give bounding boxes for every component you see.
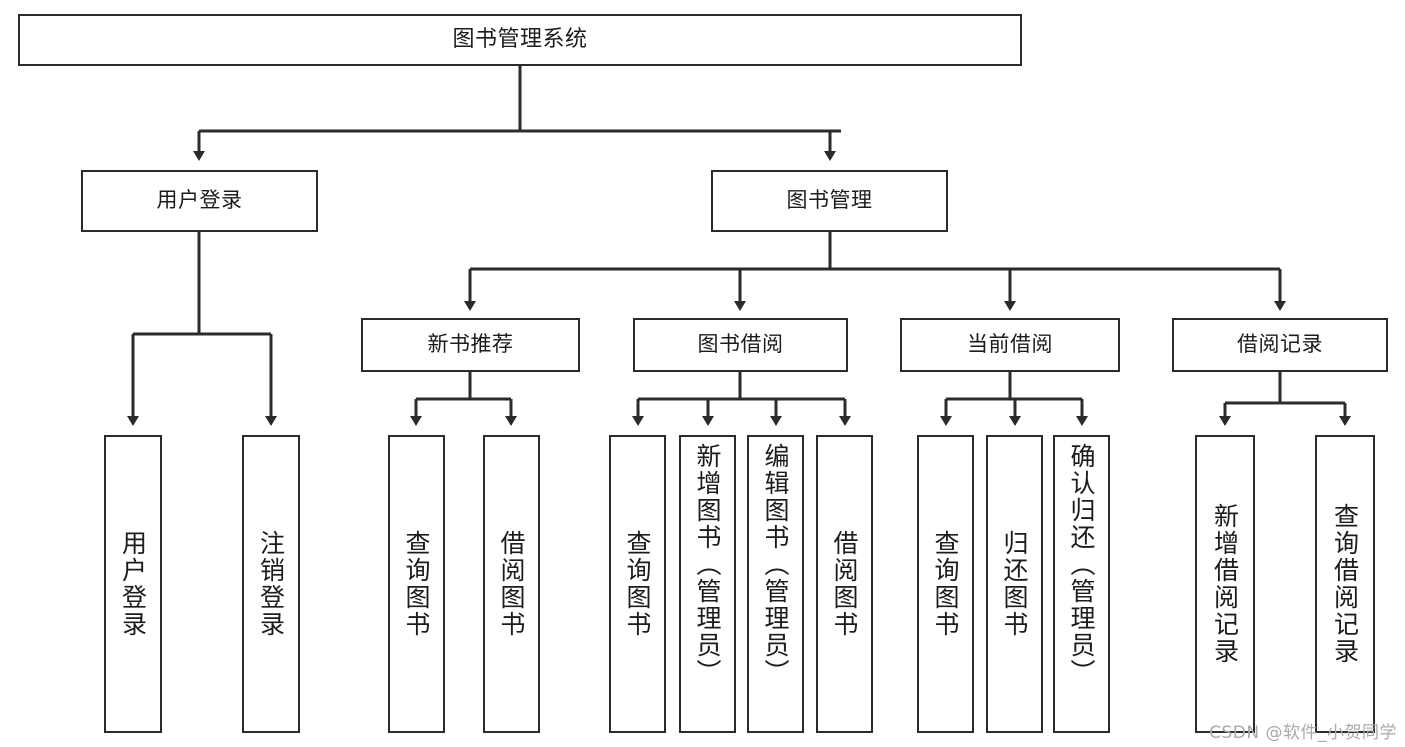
node-leaf-query-book-1-label: 查询图书 <box>402 530 431 638</box>
node-borrow-record-label: 借阅记录 <box>1237 332 1323 357</box>
node-borrow-record[interactable]: 借阅记录 <box>1172 318 1388 372</box>
node-leaf-user-login[interactable]: 用户登录 <box>104 435 162 733</box>
node-root-label: 图书管理系统 <box>452 26 588 52</box>
node-root[interactable]: 图书管理系统 <box>18 14 1022 66</box>
node-leaf-query-book-2[interactable]: 查询图书 <box>609 435 666 733</box>
node-leaf-borrow-book-1-label: 借阅图书 <box>497 530 526 638</box>
node-new-book-recommend-label: 新书推荐 <box>427 332 514 357</box>
node-current-borrow[interactable]: 当前借阅 <box>900 318 1120 372</box>
node-leaf-borrow-book-1[interactable]: 借阅图书 <box>483 435 540 733</box>
node-leaf-return-book[interactable]: 归还图书 <box>986 435 1043 733</box>
node-leaf-confirm-return[interactable]: 确认归还（管理员） <box>1053 435 1110 733</box>
node-leaf-add-record-label: 新增借阅记录 <box>1210 503 1240 665</box>
node-leaf-confirm-return-label: 确认归还（管理员） <box>1067 443 1096 686</box>
node-leaf-edit-book-label: 编辑图书（管理员） <box>761 443 790 686</box>
node-leaf-logout[interactable]: 注销登录 <box>242 435 300 733</box>
node-leaf-logout-label: 注销登录 <box>256 530 286 638</box>
node-user-login[interactable]: 用户登录 <box>81 170 318 232</box>
node-new-book-recommend[interactable]: 新书推荐 <box>361 318 580 372</box>
node-leaf-user-login-label: 用户登录 <box>118 530 148 638</box>
node-leaf-query-record-label: 查询借阅记录 <box>1330 503 1360 665</box>
node-book-borrow[interactable]: 图书借阅 <box>633 318 848 372</box>
node-book-manage[interactable]: 图书管理 <box>711 170 948 232</box>
node-leaf-return-book-label: 归还图书 <box>1000 530 1029 638</box>
node-leaf-query-book-1[interactable]: 查询图书 <box>388 435 445 733</box>
node-leaf-add-record[interactable]: 新增借阅记录 <box>1195 435 1255 733</box>
node-leaf-query-book-3[interactable]: 查询图书 <box>917 435 974 733</box>
node-leaf-borrow-book-2-label: 借阅图书 <box>830 530 859 638</box>
node-leaf-borrow-book-2[interactable]: 借阅图书 <box>816 435 873 733</box>
node-book-borrow-label: 图书借阅 <box>697 332 784 357</box>
node-book-manage-label: 图书管理 <box>786 188 873 213</box>
node-user-login-label: 用户登录 <box>156 188 243 213</box>
node-leaf-query-book-2-label: 查询图书 <box>623 530 652 638</box>
node-leaf-add-book[interactable]: 新增图书（管理员） <box>679 435 736 733</box>
node-leaf-edit-book[interactable]: 编辑图书（管理员） <box>747 435 804 733</box>
node-leaf-query-record[interactable]: 查询借阅记录 <box>1315 435 1375 733</box>
node-current-borrow-label: 当前借阅 <box>967 332 1053 357</box>
node-leaf-query-book-3-label: 查询图书 <box>931 530 960 638</box>
node-leaf-add-book-label: 新增图书（管理员） <box>693 443 722 686</box>
